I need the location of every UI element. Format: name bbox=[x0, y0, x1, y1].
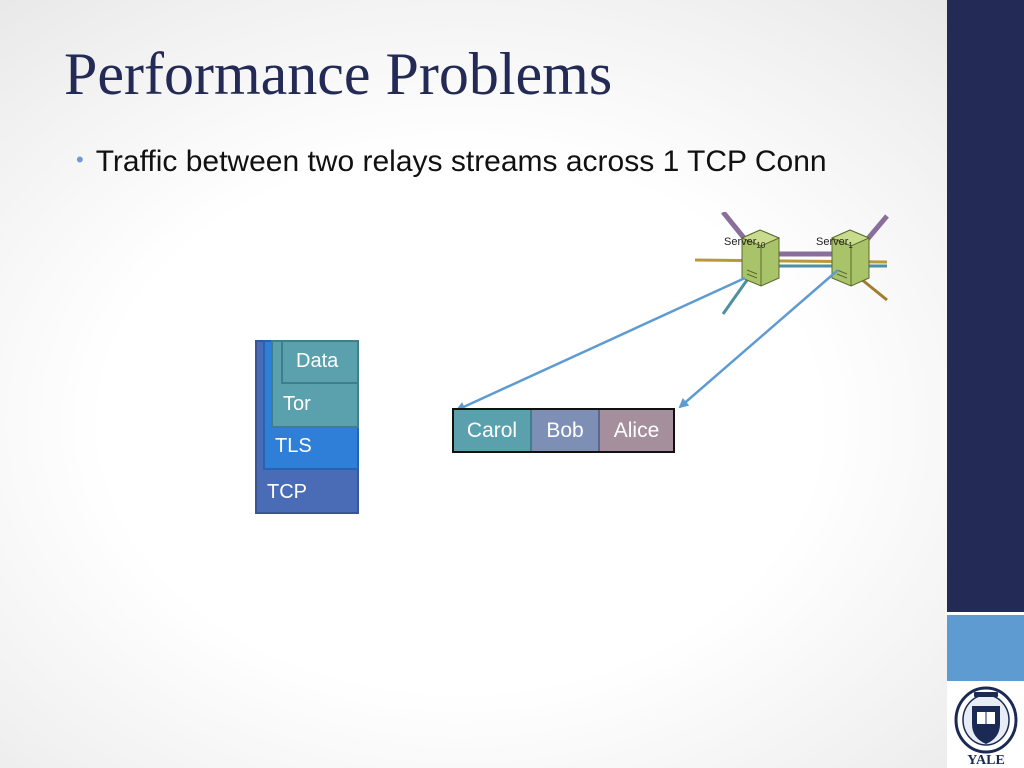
svg-text:Server10: Server10 bbox=[724, 236, 766, 250]
bullet-item: • Traffic between two relays streams acro… bbox=[76, 145, 827, 179]
server-left-subscript: 10 bbox=[756, 241, 765, 250]
server-right-label: Server bbox=[816, 236, 849, 248]
slide-title: Performance Problems bbox=[64, 41, 613, 107]
stream-alice: Alice bbox=[600, 410, 673, 451]
layer-data-label: Data bbox=[296, 350, 339, 372]
relay-network-diagram: Server10 Server1 bbox=[695, 212, 889, 315]
stream-multiplex-bar: Carol Bob Alice bbox=[452, 408, 675, 453]
sidebar-decoration bbox=[947, 0, 1024, 768]
server-left-label: Server bbox=[724, 236, 757, 248]
arrow-to-carol bbox=[455, 276, 746, 412]
svg-text:Server1: Server1 bbox=[816, 236, 853, 250]
layer-data: Data bbox=[281, 340, 359, 384]
layer-tor-label: Tor bbox=[283, 393, 311, 415]
layer-tls-label: TLS bbox=[275, 435, 312, 457]
arrow-to-alice bbox=[678, 269, 839, 409]
server-left-icon bbox=[740, 229, 781, 287]
stream-carol: Carol bbox=[454, 410, 532, 451]
sidebar-navy-band bbox=[947, 0, 1024, 612]
layer-tcp-label: TCP bbox=[267, 481, 307, 503]
yale-wordmark: YALE bbox=[967, 753, 1005, 768]
server-right-icon bbox=[830, 229, 871, 287]
stream-bob: Bob bbox=[532, 410, 600, 451]
protocol-stack: TCP TLS Tor Data bbox=[255, 340, 359, 514]
bullet-text: Traffic between two relays streams acros… bbox=[95, 145, 827, 178]
server-right-subscript: 1 bbox=[848, 241, 853, 250]
sidebar-blue-band bbox=[947, 615, 1024, 681]
bullet-dot-icon: • bbox=[76, 147, 84, 172]
yale-seal-logo: YALE bbox=[954, 686, 1018, 768]
